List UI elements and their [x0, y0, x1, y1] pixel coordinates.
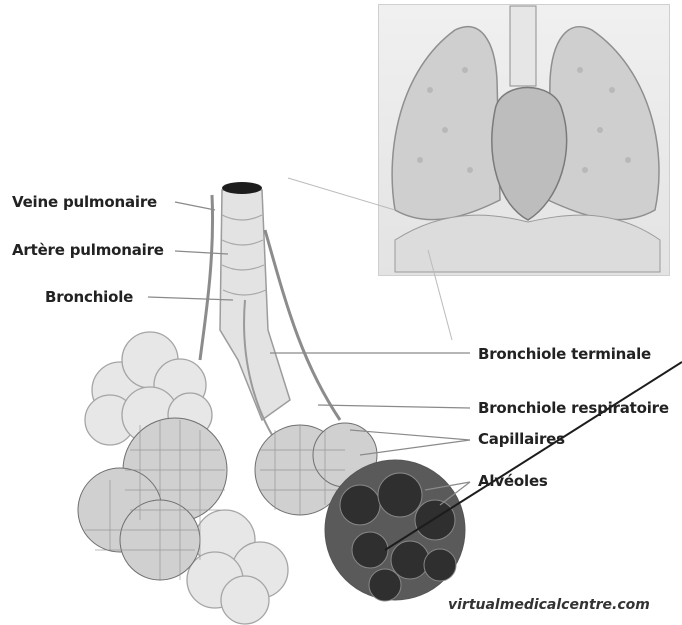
label-artere-pulmonaire: Artère pulmonaire	[12, 241, 164, 259]
leader-veine	[175, 202, 215, 210]
vessel-a	[200, 195, 213, 360]
credit-text: virtualmedicalcentre.com	[448, 597, 650, 613]
label-capillaires: Capillaires	[478, 430, 565, 448]
alveoli-cross-section	[325, 460, 465, 601]
label-bronchiole: Bronchiole	[45, 288, 133, 306]
label-bronchiole-terminale: Bronchiole terminale	[478, 345, 651, 363]
leader-respiratoire	[318, 405, 470, 408]
label-veine-pulmonaire: Veine pulmonaire	[12, 193, 157, 211]
trachea	[510, 6, 536, 86]
inset-pointer-line-1	[288, 178, 395, 210]
bronchiole-opening	[222, 182, 262, 194]
left-lung	[392, 27, 500, 220]
bronchiole-tube	[220, 190, 290, 420]
leader-artere	[175, 251, 228, 254]
diagonal-pointer-line	[385, 362, 682, 550]
label-bronchiole-respiratoire: Bronchiole respiratoire	[478, 399, 669, 417]
diaphragm	[395, 215, 660, 272]
label-alveoles: Alvéoles	[478, 472, 548, 490]
